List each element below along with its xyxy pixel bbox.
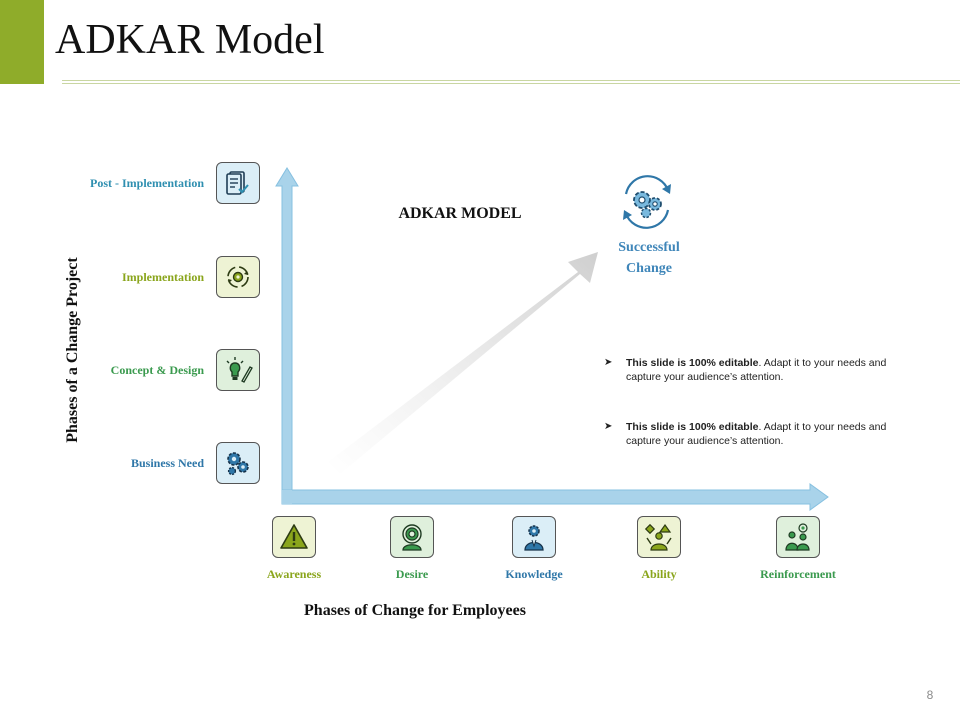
project-phase-post-implementation: Post - Implementation [60,162,260,204]
page-number: 8 [926,688,934,702]
x-axis-title: Phases of Change for Employees [304,602,526,619]
project-phase-label: Implementation [122,270,204,284]
employee-phase-reinforcement: Reinforcement [743,516,853,586]
cycle-gear-icon [216,256,260,298]
person-shapes-icon [637,516,681,558]
employee-phase-label: Awareness [266,567,322,581]
employee-phase-awareness: Awareness [239,516,349,586]
growth-arrow [328,252,598,474]
bullet-point-2: ➤ This slide is 100% editable. Adapt it … [604,420,904,448]
title-accent-bar [0,0,44,84]
diagram-heading: ADKAR MODEL [398,205,522,222]
lightbulb-pencil-icon [216,349,260,391]
bullet-bold-text: This slide is 100% editable [626,421,759,433]
x-axis-arrow [281,483,829,511]
bullet-text: . Adapt it to your needs and capture you… [626,357,887,383]
people-target-icon [776,516,820,558]
warning-triangle-icon [272,516,316,558]
project-phase-business-need: Business Need [60,442,260,484]
employee-phase-ability: Ability [604,516,714,586]
employee-phase-label: Reinforcement [760,567,836,581]
employee-phase-label: Knowledge [505,567,563,581]
bullet-arrow-icon: ➤ [604,357,613,368]
bullet-bold-text: This slide is 100% editable [626,357,759,369]
bullet-point-1: ➤ This slide is 100% editable. Adapt it … [604,356,904,384]
gears-cycle-icon [623,175,671,229]
outcome-label: Successful Change [594,237,704,279]
person-gear-icon [512,516,556,558]
project-phase-label: Concept & Design [110,363,204,377]
slide-title: ADKAR Model [55,17,325,63]
project-phase-implementation: Implementation [60,256,260,298]
bullet-text: . Adapt it to your needs and capture you… [626,421,887,447]
outcome-label-line2: Change [626,261,672,276]
project-phase-label: Post - Implementation [90,176,204,190]
project-phase-concept-design: Concept & Design [60,349,260,391]
y-axis-arrow [275,167,299,501]
outcome-label-line1: Successful [618,240,680,255]
employee-phase-desire: Desire [357,516,467,586]
employee-phase-knowledge: Knowledge [479,516,589,586]
person-target-icon [390,516,434,558]
gears-icon [216,442,260,484]
project-phase-label: Business Need [130,456,204,470]
employee-phase-label: Desire [395,567,429,581]
document-check-icon [216,162,260,204]
bullet-arrow-icon: ➤ [604,421,613,432]
employee-phase-label: Ability [641,567,677,581]
title-underline [62,80,960,84]
